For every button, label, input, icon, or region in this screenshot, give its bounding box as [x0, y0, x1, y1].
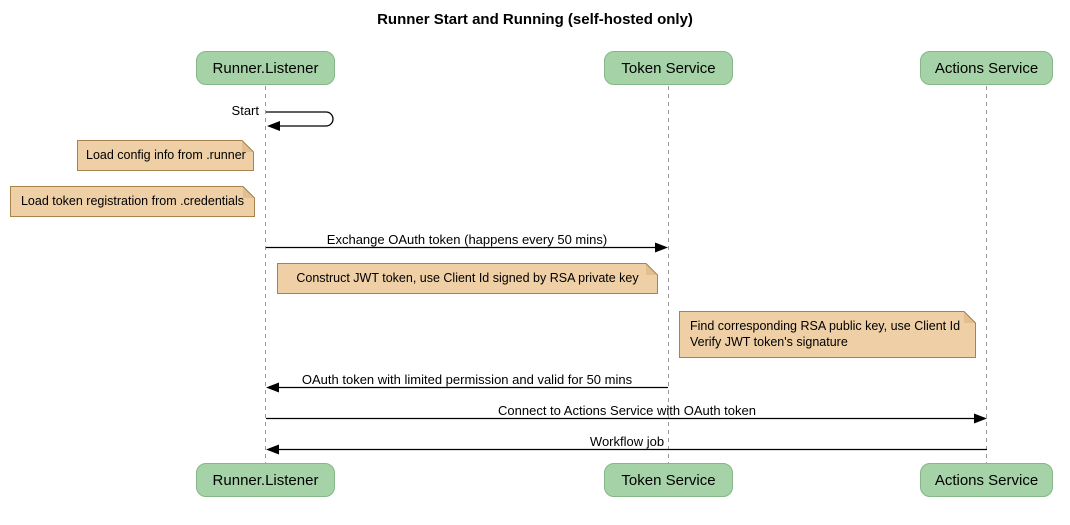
message-arrow-start-self-loop	[266, 111, 334, 127]
note-fold-icon	[243, 186, 255, 198]
participant-runner-listener-top: Runner.Listener	[196, 51, 335, 85]
note-text: Load config info from .runner	[86, 148, 246, 162]
arrowhead-start	[267, 121, 280, 131]
participant-token-service-top: Token Service	[604, 51, 733, 85]
note-text-line-2: Verify JWT token's signature	[690, 335, 848, 349]
message-label-oauth-token: OAuth token with limited permission and …	[301, 372, 633, 387]
note-text: Load token registration from .credential…	[20, 194, 245, 208]
note-verify-jwt: Find corresponding RSA public key, use C…	[679, 311, 976, 358]
participant-token-service-bottom: Token Service	[604, 463, 733, 497]
participant-actions-service-top: Actions Service	[920, 51, 1053, 85]
note-text-line-1: Find corresponding RSA public key, use C…	[690, 319, 961, 333]
note-load-token-registration: Load token registration from .credential…	[10, 186, 255, 217]
arrowhead-workflow-job	[266, 444, 279, 455]
message-label-exchange-oauth: Exchange OAuth token (happens every 50 m…	[326, 232, 608, 247]
participant-actions-service-bottom: Actions Service	[920, 463, 1053, 497]
message-label-start: Start	[231, 103, 259, 118]
note-fold-icon	[242, 140, 254, 152]
note-fold-icon	[646, 263, 658, 275]
note-construct-jwt: Construct JWT token, use Client Id signe…	[277, 263, 658, 294]
note-fold-icon	[964, 311, 976, 323]
arrowhead-connect	[974, 413, 987, 424]
diagram-title: Runner Start and Running (self-hosted on…	[377, 11, 693, 28]
arrowhead-exchange-oauth	[655, 242, 668, 253]
arrowhead-oauth-token	[266, 382, 279, 393]
note-load-config: Load config info from .runner	[77, 140, 254, 171]
message-label-workflow-job: Workflow job	[589, 434, 665, 449]
participant-runner-listener-bottom: Runner.Listener	[196, 463, 335, 497]
message-label-connect: Connect to Actions Service with OAuth to…	[498, 403, 756, 418]
note-text: Construct JWT token, use Client Id signe…	[296, 271, 639, 285]
